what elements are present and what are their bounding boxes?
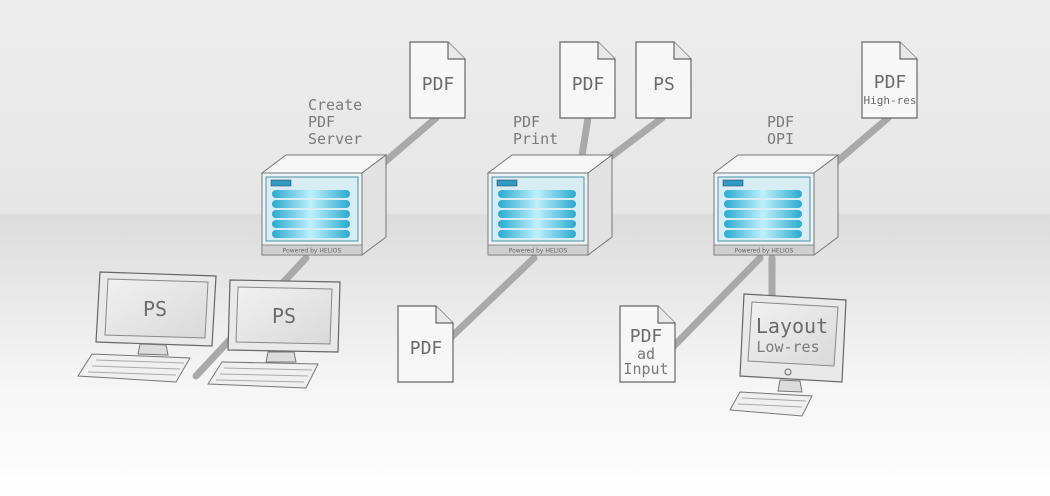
connector-print-in: [440, 254, 538, 348]
layout-station: Layout Low-res: [729, 293, 847, 417]
server-badge: Powered by HELIOS: [283, 248, 342, 255]
server-label-create-pdf: Create PDF Server: [308, 96, 371, 148]
document-print-ps: PS: [635, 41, 692, 119]
document-opi-in: PDF ad Input: [619, 305, 676, 383]
svg-text:PS: PS: [653, 74, 675, 95]
svg-text:ad: ad: [637, 345, 655, 363]
server-badge: Powered by HELIOS: [509, 248, 568, 255]
layout-screen-line-2: Low-res: [756, 338, 819, 356]
connector-opi-in: [666, 254, 764, 354]
svg-text:PDF: PDF: [410, 338, 443, 359]
svg-text:High-res: High-res: [864, 94, 917, 107]
svg-text:PDF: PDF: [630, 326, 663, 347]
svg-text:PDF: PDF: [572, 74, 605, 95]
document-print-pdf: PDF: [559, 41, 616, 119]
workstation-screen-text: PS: [272, 304, 296, 328]
layout-screen-line-1: Layout: [756, 314, 828, 338]
svg-text:Input: Input: [623, 360, 668, 378]
workstation-1: PS: [77, 271, 217, 383]
server-blades: [724, 190, 802, 238]
server-pdf-opi: Powered by HELIOS: [712, 154, 840, 256]
server-blades: [498, 190, 576, 238]
workstation-screen-text: PS: [143, 297, 167, 321]
server-badge: Powered by HELIOS: [735, 248, 794, 255]
document-opi-out: PDF High-res: [861, 41, 918, 119]
svg-text:PDF: PDF: [422, 74, 455, 95]
server-label-pdf-print: PDF Print: [513, 113, 558, 148]
document-create-out: PDF: [409, 41, 466, 119]
server-blades: [272, 190, 350, 238]
server-create-pdf: Powered by HELIOS: [260, 154, 388, 256]
svg-text:PDF: PDF: [874, 72, 907, 93]
server-label-pdf-opi: PDF OPI: [767, 113, 803, 148]
document-print-in: PDF: [397, 305, 454, 383]
server-pdf-print: Powered by HELIOS: [486, 154, 614, 256]
workstation-2: PS: [207, 279, 341, 389]
